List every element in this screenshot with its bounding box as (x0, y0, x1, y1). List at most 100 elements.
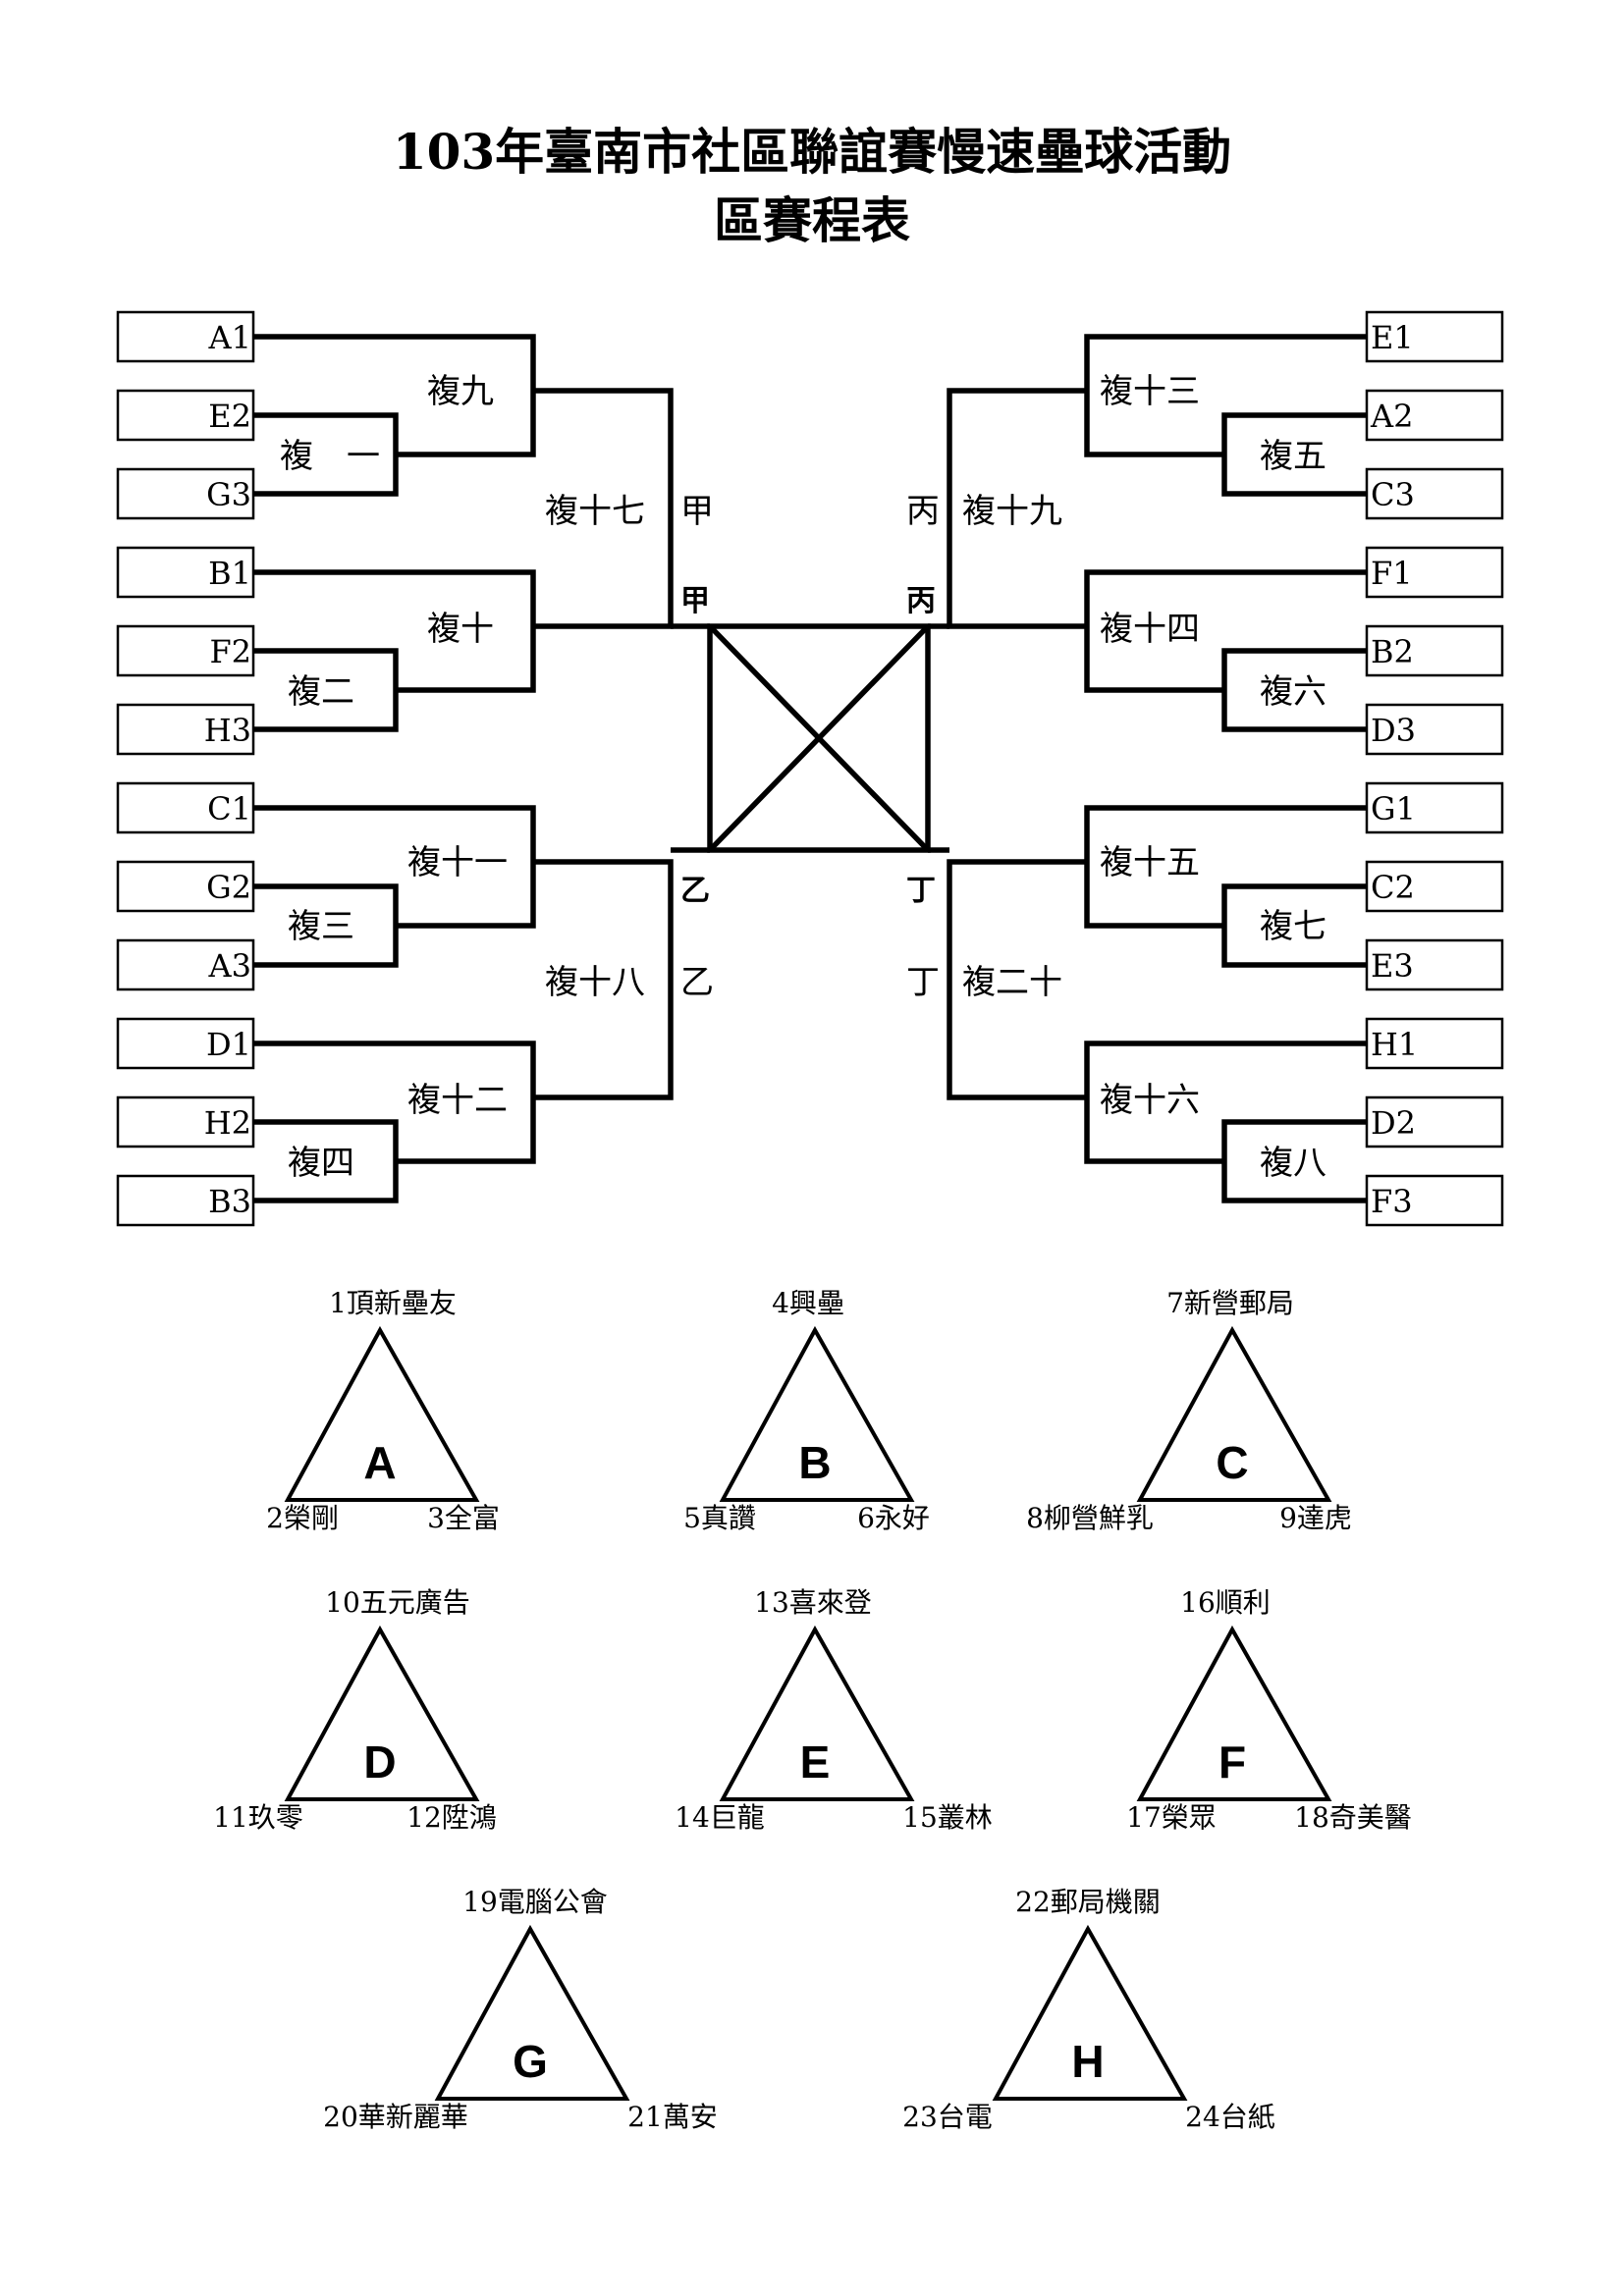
bracket-line-m17 (533, 388, 674, 629)
slot-label-left: A1 (208, 319, 251, 356)
slot-label-right: A2 (1370, 398, 1413, 435)
group-letter-a: A (363, 1437, 396, 1488)
match-label-m16: 複十六 (1100, 1081, 1200, 1120)
bracket-line-m20 (947, 859, 1087, 1100)
bracket-line-m10 (253, 569, 536, 693)
slot-label-left: H2 (204, 1104, 251, 1142)
page-subtitle: 區賽程表 (714, 191, 910, 249)
team-left: 17榮眾 (1126, 1801, 1217, 1834)
slot-label-left: F2 (209, 633, 251, 670)
slot-label-right: C2 (1371, 869, 1415, 906)
group-triangle-h (992, 1924, 1188, 2101)
match-label-m1: 複 一 (280, 437, 380, 476)
group-triangle-a (284, 1325, 480, 1502)
slot-label-right: D2 (1371, 1104, 1416, 1142)
match-label-m20: 複二十 (962, 963, 1062, 1002)
group-letter-d: D (363, 1736, 396, 1788)
bracket-line-m16 (1084, 1041, 1367, 1164)
team-right: 12陞鴻 (406, 1801, 497, 1834)
slot-label-left: D1 (206, 1026, 251, 1063)
side-label-bing: 丙 (906, 492, 940, 531)
side-label-bing-bold: 丙 (906, 584, 936, 618)
group-letter-g: G (513, 2036, 548, 2087)
team-left: 20華新麗華 (323, 2101, 468, 2133)
group-letter-e: E (800, 1736, 831, 1788)
group-triangle-e (719, 1625, 915, 1801)
slot-label-right: F1 (1371, 555, 1413, 592)
group-letter-b: B (798, 1437, 831, 1488)
slot-label-right: C3 (1371, 476, 1415, 513)
match-label-m11: 複十一 (407, 843, 508, 882)
match-label-m13: 複十三 (1100, 372, 1200, 411)
slot-label-left: H3 (204, 712, 251, 749)
match-label-m9: 複九 (427, 372, 494, 411)
match-label-m6: 複六 (1260, 672, 1326, 712)
match-label-m5: 複五 (1260, 437, 1326, 476)
slot-label-left: B3 (208, 1183, 251, 1220)
match-label-m17: 複十七 (545, 492, 645, 531)
slot-label-left: B1 (208, 555, 251, 592)
team-top: 22郵局機關 (1015, 1886, 1161, 1918)
group-triangle-d (284, 1625, 480, 1801)
final-cross-line (708, 624, 930, 852)
page-title: 103年臺南市社區聯誼賽慢速壘球活動 (392, 123, 1232, 181)
slot-label-right: F3 (1371, 1183, 1413, 1220)
match-label-m18: 複十八 (545, 963, 645, 1002)
slot-label-right: D3 (1371, 712, 1416, 749)
team-right: 24台紙 (1185, 2101, 1275, 2133)
team-top: 19電腦公會 (462, 1886, 608, 1918)
side-label-yi: 乙 (680, 963, 714, 1002)
group-letter-f: F (1218, 1736, 1246, 1788)
group-triangle-b (719, 1325, 915, 1502)
match-label-m8: 複八 (1260, 1144, 1326, 1183)
bracket-line-m15 (1084, 805, 1367, 929)
bracket-line-m9-bottom (396, 376, 536, 457)
side-label-ding-bold: 丁 (906, 874, 936, 908)
match-label-m15: 複十五 (1100, 843, 1200, 882)
team-left: 8柳營鮮乳 (1026, 1502, 1154, 1534)
team-right: 9達虎 (1279, 1502, 1352, 1534)
bracket-line-m9-top (253, 334, 536, 376)
slot-label-right: B2 (1371, 633, 1414, 670)
group-letter-c: C (1216, 1437, 1248, 1488)
group-triangle-f (1136, 1625, 1332, 1801)
team-top: 10五元廣告 (325, 1586, 470, 1619)
team-right: 15叢林 (902, 1801, 993, 1834)
team-right: 3全富 (427, 1502, 500, 1534)
team-right: 21萬安 (627, 2101, 718, 2133)
bracket-line-m12 (253, 1041, 536, 1164)
team-right: 18奇美醫 (1294, 1801, 1412, 1834)
slot-label-right: G1 (1371, 790, 1416, 828)
team-left: 23台電 (902, 2101, 993, 2133)
team-left: 11玖零 (213, 1801, 303, 1834)
side-label-yi-bold: 乙 (680, 874, 710, 908)
match-label-m3: 複三 (288, 907, 354, 946)
team-top: 16順利 (1180, 1586, 1271, 1619)
final-box (707, 623, 931, 853)
team-top: 7新營郵局 (1166, 1287, 1294, 1319)
slot-label-left: G2 (206, 869, 251, 906)
slot-label-right: H1 (1371, 1026, 1418, 1063)
slot-label-left: C1 (207, 790, 251, 828)
group-letter-h: H (1071, 2036, 1104, 2087)
match-label-m19: 複十九 (962, 492, 1062, 531)
match-label-m7: 複七 (1260, 907, 1326, 946)
team-top: 13喜來登 (754, 1586, 872, 1619)
slot-label-right: E1 (1371, 319, 1414, 356)
bracket-line-m14 (1084, 569, 1367, 693)
bracket-line-m19 (947, 388, 1087, 629)
side-label-ding: 丁 (906, 963, 940, 1002)
title-block: 103年臺南市社區聯誼賽慢速壘球活動 區賽程表 (0, 118, 1624, 255)
side-label-jia-bold: 甲 (680, 584, 710, 618)
match-label-m12: 複十二 (407, 1081, 508, 1120)
match-label-m2: 複二 (288, 672, 354, 712)
team-left: 5真讚 (683, 1502, 756, 1534)
slot-label-left: A3 (208, 947, 251, 985)
slot-label-left: G3 (206, 476, 251, 513)
bracket-line-m13 (1084, 334, 1367, 457)
team-top: 1頂新壘友 (329, 1287, 457, 1319)
team-right: 6永好 (857, 1502, 930, 1534)
group-triangle-g (434, 1924, 630, 2101)
team-left: 14巨龍 (675, 1801, 765, 1834)
